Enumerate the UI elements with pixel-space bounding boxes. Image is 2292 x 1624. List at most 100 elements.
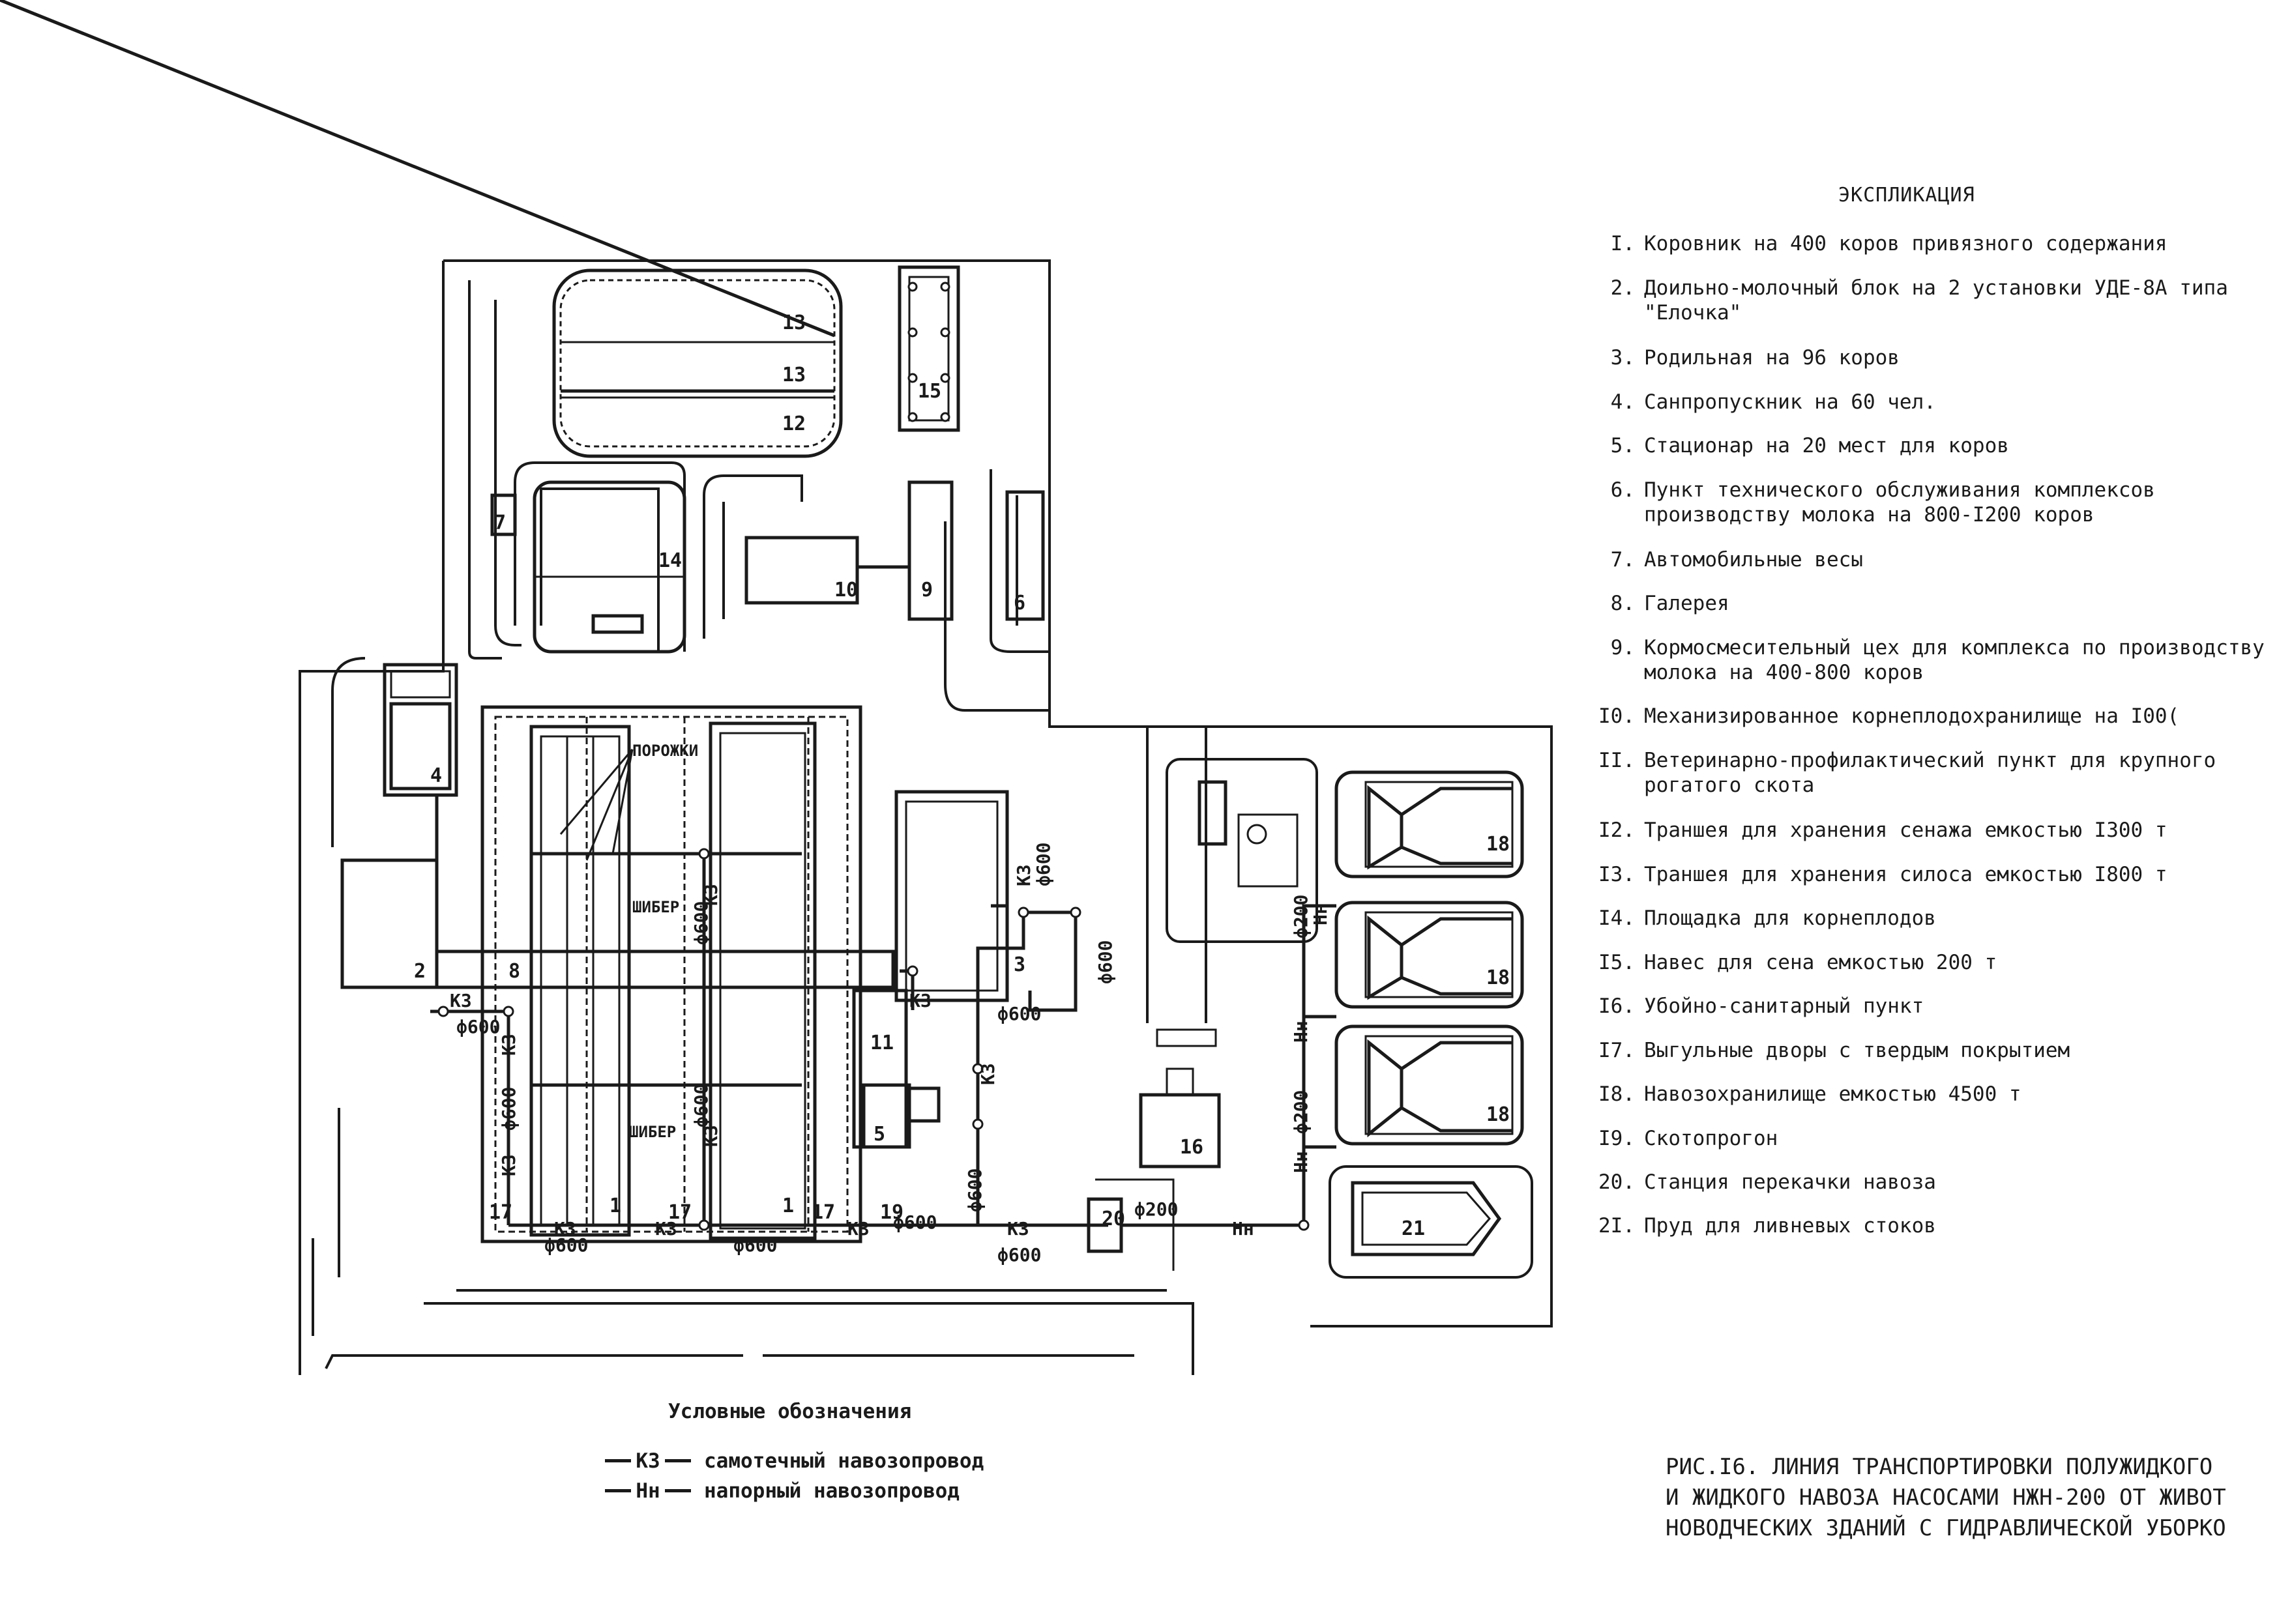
label-hn-vert: Нн <box>1290 1021 1312 1043</box>
explication-item-number: I7. <box>1598 1039 1635 1062</box>
yards-17: 17 17 17 19 20 <box>480 705 1125 1243</box>
label-d600: ф600 <box>997 1003 1041 1024</box>
explication-item-number: 4. <box>1610 390 1635 414</box>
label-porozhki: ПОРОЖКИ <box>632 742 698 760</box>
explication-item-number: II. <box>1598 749 1635 772</box>
legend-desc: напорный навозопровод <box>704 1479 960 1503</box>
explication-item-text: Навес для сена емкостью 200 т <box>1644 951 1997 974</box>
explication-item-number: 20. <box>1598 1170 1635 1194</box>
pipe-node <box>972 1118 984 1130</box>
bldg-4: 4 <box>430 764 442 787</box>
scales-7: 7 <box>490 493 517 536</box>
label-ks-vert: КЗ <box>977 1063 999 1085</box>
pipe-node <box>1070 906 1081 918</box>
explication-item-number: 6. <box>1610 478 1635 502</box>
pipe-node <box>1298 1219 1310 1231</box>
label-d600: ф600 <box>456 1016 500 1037</box>
label-d600: ф600 <box>893 1211 937 1233</box>
bldg-7: 7 <box>494 512 506 534</box>
label-d600-vert: ф600 <box>690 1084 712 1127</box>
explication-item-number: I6. <box>1598 994 1635 1018</box>
explication-item-text: Убойно-санитарный пункт <box>1644 994 1924 1018</box>
label-ks: КЗ <box>655 1218 677 1240</box>
bldg-5: 5 <box>874 1123 885 1146</box>
explication-item-text: Доильно-молочный блок на 2 установки УДЕ… <box>1644 276 2228 325</box>
explication-item: I6. Убойно-санитарный пункт <box>1597 994 2292 1019</box>
gallery-8: 8 <box>435 950 895 989</box>
root-platform-14: 14 <box>533 480 686 654</box>
explication-item-text: Автомобильные весы <box>1644 548 1863 572</box>
bldg-18-a: 18 <box>1486 833 1510 856</box>
explication-item: 4. Санпропускник на 60 чел. <box>1597 390 2292 414</box>
explication-item: I2.Траншея для хранения сенажа емкостью … <box>1597 818 2292 843</box>
bldg-8: 8 <box>508 960 520 983</box>
caption-line-2: И ЖИДКОГО НАВОЗА НАСОСАМИ НЖН-200 ОТ ЖИВ… <box>1666 1485 2226 1511</box>
label-ks: КЗ <box>450 990 472 1011</box>
hay-shed-15: 15 <box>898 265 960 432</box>
slaughter-16: 16 <box>1139 1028 1221 1168</box>
explication-item-text: Станция перекачки навоза <box>1644 1170 1936 1194</box>
label-d200: ф200 <box>1134 1198 1178 1220</box>
label-ks-vert: КЗ <box>498 1034 520 1056</box>
pipe-node <box>698 848 710 860</box>
label-ks: КЗ <box>847 1218 870 1240</box>
explication-item: I7. Выгульные дворы с твердым покрытием <box>1597 1038 2292 1063</box>
label-d600: ф600 <box>997 1244 1041 1266</box>
pressure-pipeline <box>1121 904 1336 1231</box>
label-d600-vert: ф600 <box>498 1087 520 1131</box>
explication-item-text: Выгульные дворы с твердым покрытием <box>1644 1039 2070 1062</box>
explication-item-text: Площадка для корнеплодов <box>1644 906 1936 930</box>
bldg-1-right: 1 <box>782 1195 794 1217</box>
figure-caption: РИС.I6. ЛИНИЯ ТРАНСПОРТИРОВКИ ПОЛУЖИДКОГ… <box>1666 1452 2291 1544</box>
explication-item-number: I3. <box>1598 863 1635 886</box>
feed-buildings-9-10: 10 9 <box>591 480 954 634</box>
explication-item-text: Пункт технического обслуживания комплекс… <box>1644 478 2155 527</box>
bldg-3: 3 <box>1014 953 1025 976</box>
label-ks: КЗ <box>554 1218 576 1240</box>
site-boundary <box>299 259 1553 1375</box>
legend-code: КЗ <box>636 1449 660 1473</box>
explication-item-text: Траншея для хранения силоса емкостью I80… <box>1644 863 2167 886</box>
label-ks: КЗ <box>909 990 932 1011</box>
label-hn-vert: Нн <box>1290 1151 1312 1173</box>
pipe-node <box>972 1063 984 1075</box>
manure-storage-18: 18 18 18 <box>1334 770 1524 1146</box>
explication-item-text: Навозохранилище емкостью 4500 т <box>1644 1082 2021 1106</box>
bldg-13-a: 13 <box>782 312 806 334</box>
explication-item: 3.Родильная на 96 коров <box>1597 345 2292 370</box>
vet-11-hospital-5: 11 5 <box>852 989 941 1149</box>
explication-item-number: I0. <box>1598 704 1635 728</box>
legend-title: Условные обозначения <box>668 1400 912 1423</box>
right-top-area <box>1166 758 1318 943</box>
explication-item: 8.Галерея <box>1597 591 2292 616</box>
explication-item-text: Родильная на 96 коров <box>1644 346 1900 370</box>
bldg-18-c: 18 <box>1486 1103 1510 1126</box>
sanitary-4: 4 <box>383 663 458 797</box>
explication-item-number: 7. <box>1610 548 1635 572</box>
explication-item-number: I9. <box>1598 1127 1635 1150</box>
bldg-17-b: 17 <box>668 1201 692 1224</box>
bldg-10: 10 <box>834 579 858 602</box>
label-shiber-1: ШИБЕР <box>632 898 679 916</box>
explication-item: 7. Автомобильные весы <box>1597 547 2292 572</box>
explication-item-number: 8. <box>1610 592 1635 615</box>
internal-roads <box>312 280 1050 1336</box>
explication-item-text: Пруд для ливневых стоков <box>1644 1214 1936 1238</box>
explication-item-text: Санпропускник на 60 чел. <box>1644 390 1936 414</box>
explication-item-number: I4. <box>1598 906 1635 930</box>
thresholds-leader <box>559 749 634 861</box>
explication-item-number: 5. <box>1610 434 1635 457</box>
label-d200-vert: ф200 <box>1290 1090 1312 1134</box>
milking-block-2: 2 <box>340 795 439 989</box>
legend-line <box>605 1459 631 1462</box>
explication-item: II.Ветеринарно-профилактический пункт дл… <box>1597 748 2292 798</box>
explication-item-number: 2I. <box>1598 1214 1635 1238</box>
bldg-19: 19 <box>880 1201 904 1224</box>
silage-trenches-12-13: 13 13 12 <box>0 0 843 458</box>
explication-item: 2.Доильно-молочный блок на 2 установки У… <box>1597 276 2292 325</box>
explication-item: 20. Станция перекачки навоза <box>1597 1170 2292 1195</box>
label-ks-vert: КЗ <box>1013 864 1035 886</box>
explication-item-text: Скотопрогон <box>1644 1127 1778 1150</box>
